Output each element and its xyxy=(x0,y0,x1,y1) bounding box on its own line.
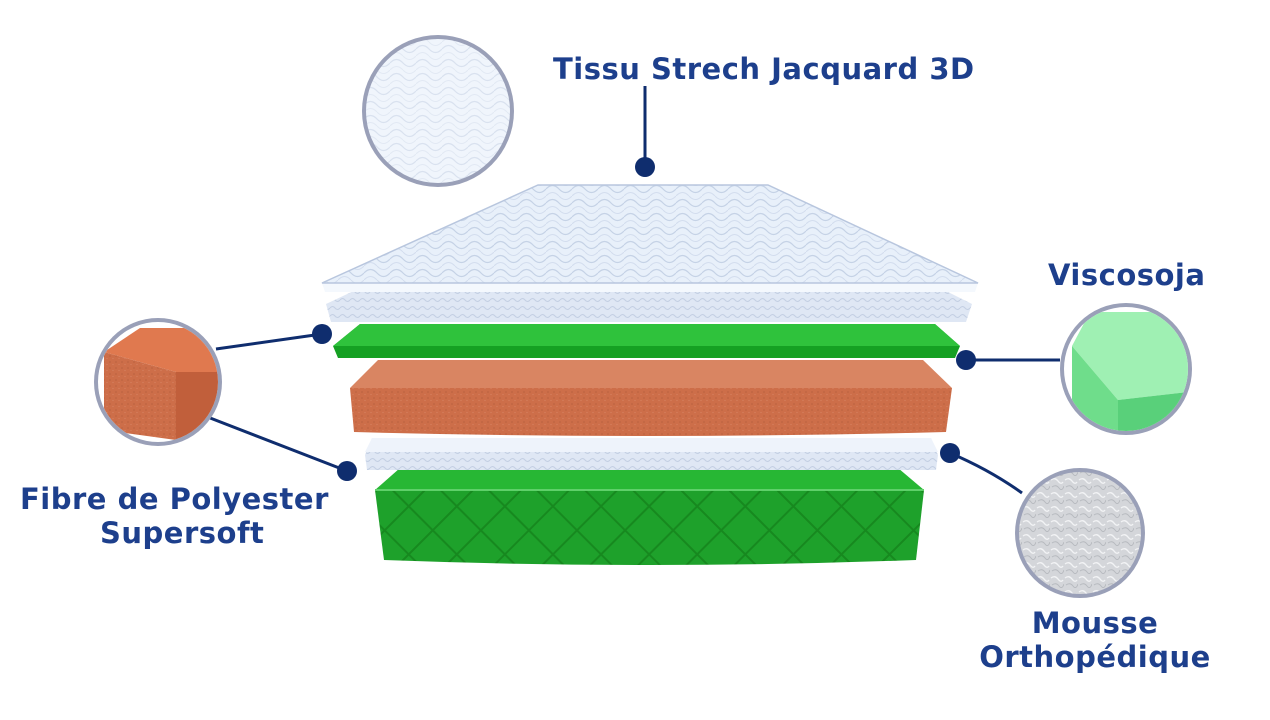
label-mousse-line2: Orthopédique xyxy=(979,640,1211,674)
label-mousse-line1: Mousse xyxy=(1031,606,1159,640)
orange-foam-swatch xyxy=(94,318,222,446)
leader-dots xyxy=(312,157,976,481)
green-foam-swatch xyxy=(1060,303,1192,435)
label-fibre-polyester: Fibre de Polyester Supersoft xyxy=(20,482,329,550)
lower-fiber-layer xyxy=(365,438,938,470)
label-fibre-line2: Supersoft xyxy=(100,516,265,550)
label-tissu-text: Tissu Strech Jacquard 3D xyxy=(553,52,975,86)
green-viscosoja-layer xyxy=(333,324,960,358)
label-fibre-line1: Fibre de Polyester xyxy=(20,482,329,516)
base-green-layer xyxy=(375,468,924,565)
upper-fiber-layer xyxy=(326,288,972,322)
label-viscosoja-text: Viscosoja xyxy=(1048,258,1206,292)
quilted-fabric-swatch xyxy=(362,35,514,187)
label-mousse-orthopedique: Mousse Orthopédique xyxy=(960,606,1230,674)
label-viscosoja: Viscosoja xyxy=(1048,258,1205,292)
fiber-wool-swatch xyxy=(1015,468,1145,598)
label-tissu-strech-jacquard: Tissu Strech Jacquard 3D xyxy=(553,52,975,86)
mattress-stack xyxy=(321,184,979,565)
top-quilted-fabric xyxy=(321,184,979,292)
orange-foam-layer xyxy=(350,360,952,436)
